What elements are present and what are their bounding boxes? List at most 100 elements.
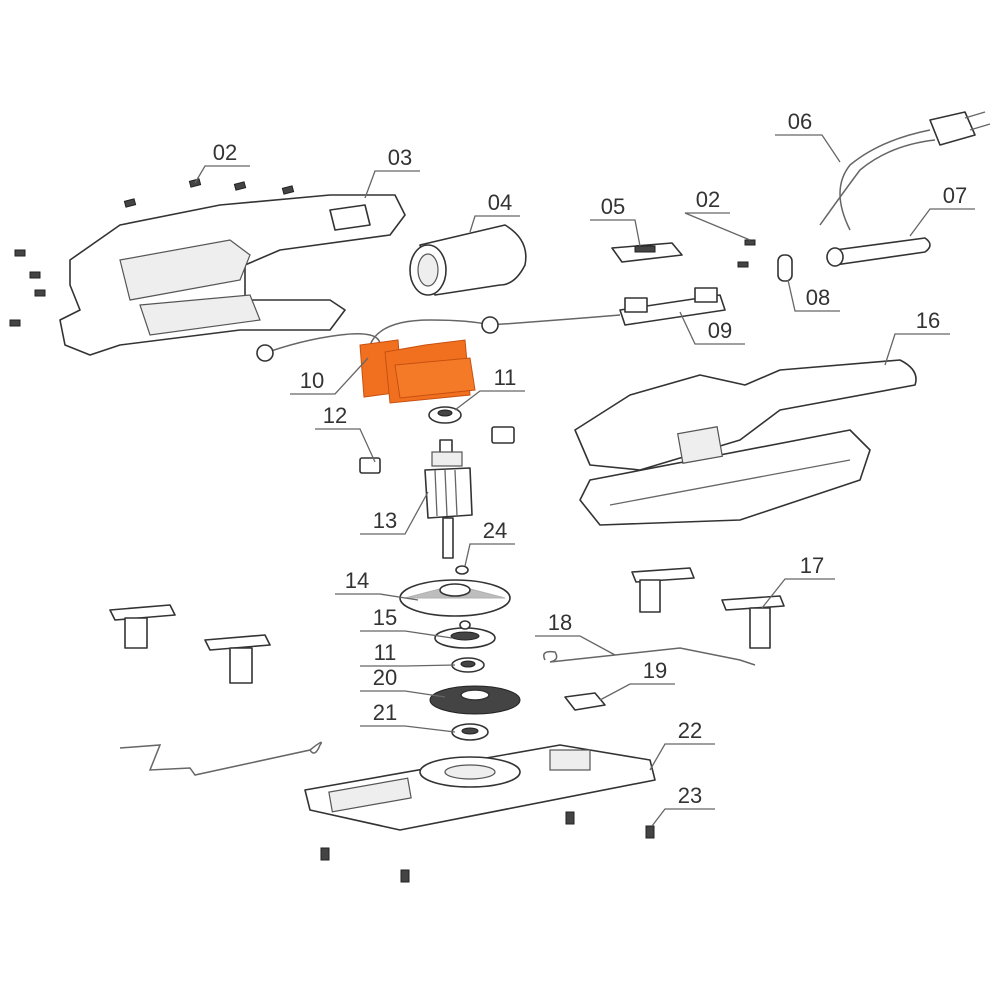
callout-18: 18: [535, 610, 616, 656]
part-number-label: 02: [696, 187, 720, 212]
callout-04: 04: [469, 190, 520, 233]
leader-line: [360, 725, 456, 733]
callout-06: 06: [775, 109, 841, 163]
part-number-label: 21: [373, 700, 397, 725]
part-number-label: 11: [494, 365, 517, 390]
callout-05: 05: [590, 194, 641, 247]
part-11-bearing-bottom: [451, 657, 485, 673]
leader-line: [469, 215, 520, 233]
part-number-label: 22: [678, 718, 702, 743]
leader-line: [535, 635, 616, 656]
part-13-armature: [424, 439, 473, 559]
part-19-block: [564, 692, 606, 711]
part-10-brush-holder-highlighted: [359, 339, 476, 404]
callout-13: 13: [360, 491, 429, 535]
callout-19: 19: [599, 658, 675, 701]
leader-line: [684, 212, 751, 241]
screws-02-left: [9, 178, 295, 327]
leader-line: [599, 683, 675, 701]
callout-24: 24: [464, 518, 515, 567]
leader-line: [775, 134, 841, 163]
leader-line: [884, 333, 950, 366]
callout-02: 02: [684, 187, 751, 241]
part-number-label: 03: [388, 145, 412, 170]
callout-07: 07: [909, 183, 975, 237]
part-14-fan: [399, 579, 511, 617]
part-number-label: 12: [323, 403, 347, 428]
part-number-label: 20: [373, 665, 397, 690]
callout-16: 16: [884, 308, 950, 366]
part-number-label: 17: [800, 553, 824, 578]
part-04-cylinder: [409, 224, 527, 296]
part-03-housing-half: [59, 194, 406, 356]
part-number-label: 04: [488, 190, 512, 215]
leader-line: [290, 357, 369, 395]
callout-11: 11: [454, 365, 525, 411]
part-24-washer: [455, 565, 469, 575]
part-number-label: 10: [300, 368, 324, 393]
callout-17: 17: [761, 553, 835, 609]
callout-23: 23: [651, 783, 715, 827]
callout-02: 02: [194, 140, 250, 184]
leader-line: [464, 543, 515, 567]
leader-line: [315, 428, 376, 463]
callout-10: 10: [290, 357, 369, 395]
callout-14: 14: [335, 568, 419, 601]
part-number-label: 24: [483, 518, 507, 543]
leader-line: [360, 664, 456, 667]
leader-line: [360, 690, 446, 698]
part-21-bearing: [451, 723, 489, 741]
leader-line: [335, 593, 419, 601]
part-16-assembled-sander: [574, 359, 917, 526]
part-number-label: 23: [678, 783, 702, 808]
part-number-label: 02: [213, 140, 237, 165]
part-09-wiring: [256, 287, 726, 362]
leader-line: [679, 311, 745, 345]
part-number-label: 07: [943, 183, 967, 208]
part-number-label: 18: [548, 610, 572, 635]
part-number-label: 19: [643, 658, 667, 683]
leader-line: [787, 279, 840, 312]
leader-line: [651, 808, 715, 827]
callout-22: 22: [649, 718, 715, 771]
leader-line: [761, 578, 835, 609]
part-number-label: 08: [806, 285, 830, 310]
leader-line: [360, 630, 453, 639]
part-07-cord-sleeve: [826, 237, 931, 267]
part-number-label: 09: [708, 318, 732, 343]
leader-line: [454, 390, 525, 411]
callout-12: 12: [315, 403, 376, 463]
part-08-cord-clamp: [737, 239, 793, 282]
part-number-label: 05: [601, 194, 625, 219]
leader-line: [590, 219, 641, 247]
callout-15: 15: [360, 605, 453, 639]
part-number-label: 15: [373, 605, 397, 630]
part-number-label: 13: [373, 508, 397, 533]
leader-line: [909, 208, 975, 237]
part-17-feet: [109, 567, 785, 684]
callout-20: 20: [360, 665, 446, 698]
part-20-eccentric-fan: [429, 685, 521, 715]
part-number-label: 14: [345, 568, 369, 593]
part-18-paper-clamp: [119, 647, 756, 776]
part-number-label: 16: [916, 308, 940, 333]
part-06-power-cord: [819, 111, 991, 231]
leader-line: [194, 165, 250, 184]
callout-11: 11: [360, 640, 456, 667]
part-number-label: 06: [788, 109, 812, 134]
callout-21: 21: [360, 700, 456, 733]
part-labels: 02 03 04 05 02 06 07 08 09 16 10 11 12 13 24 14 17 15 18 11…: [194, 109, 975, 827]
part-05-switch: [611, 242, 683, 263]
leader-line: [364, 170, 420, 199]
part-11-bearing-top: [428, 406, 462, 424]
part-number-label: 11: [374, 640, 397, 665]
leader-line: [649, 743, 715, 771]
part-15-seal: [434, 620, 496, 649]
leader-line: [360, 491, 429, 535]
callout-09: 09: [679, 311, 745, 345]
part-22-base-plate: [304, 744, 656, 831]
part-23-screws: [320, 811, 655, 883]
callout-08: 08: [787, 279, 840, 312]
